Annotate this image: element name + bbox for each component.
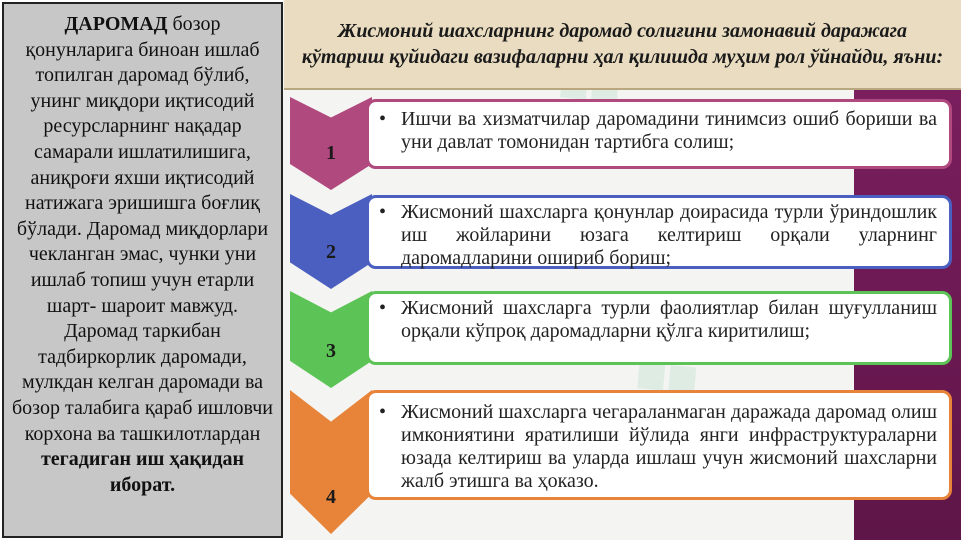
- bullet-icon: •: [379, 108, 387, 130]
- step-text: Жисмоний шахсларга қонунлар доирасида ту…: [401, 201, 937, 269]
- step-card-2: • Жисмоний шахсларга қонунлар доирасида …: [366, 195, 952, 269]
- step-text: Жисмоний шахсларга чегараланмаган даража…: [401, 401, 937, 492]
- slide-header: Жисмоний шахсларнинг даромад солиғини за…: [284, 0, 961, 90]
- step-number: 4: [326, 486, 336, 509]
- step-number: 1: [326, 142, 336, 165]
- step-text: Жисмоний шахсларга турли фаолиятлар била…: [401, 297, 937, 342]
- step-card-3: • Жисмоний шахсларга турли фаолиятлар би…: [366, 291, 952, 365]
- definition-text: ДАРОМАД бозор қонунларига биноан ишлаб т…: [12, 12, 273, 498]
- bullet-icon: •: [379, 201, 387, 223]
- definition-panel: ДАРОМАД бозор қонунларига биноан ишлаб т…: [2, 2, 283, 538]
- step-text: Ишчи ва хизматчилар даромадини тинимсиз …: [401, 108, 937, 153]
- definition-body: бозор қонунларига биноан ишлаб топилган …: [12, 13, 273, 445]
- bullet-icon: •: [379, 297, 387, 319]
- step-number: 2: [326, 241, 336, 264]
- slide-title: Жисмоний шахсларнинг даромад солиғини за…: [301, 20, 944, 68]
- definition-term: ДАРОМАД: [64, 13, 168, 35]
- step-card-4: • Жисмоний шахсларга чегараланмаган дара…: [366, 390, 952, 500]
- definition-tail: тегадиган иш ҳақидан иборат.: [40, 448, 245, 496]
- step-card-1: • Ишчи ва хизматчилар даромадини тинимси…: [366, 99, 952, 169]
- step-number: 3: [326, 340, 336, 363]
- bullet-icon: •: [379, 401, 387, 423]
